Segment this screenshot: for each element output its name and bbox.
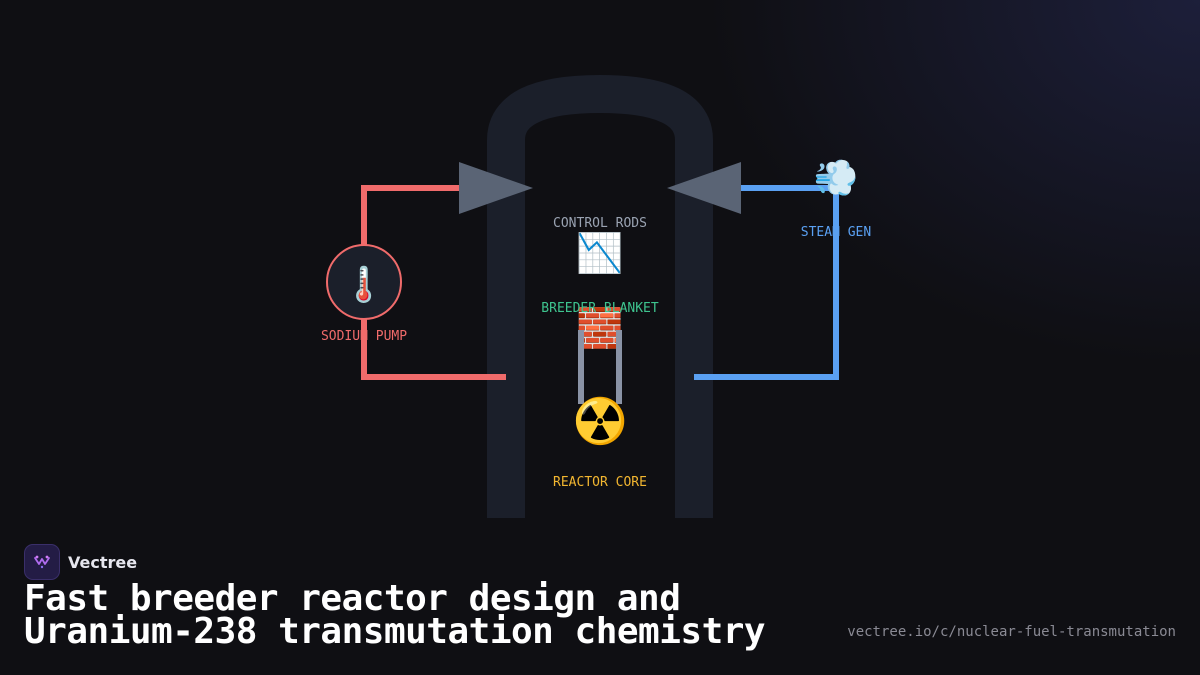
cold-coolant-loop [694, 185, 839, 380]
breeder-blanket-label: BREEDER BLANKET [541, 301, 659, 316]
page-title-line-1: Fast breeder reactor design and [24, 578, 681, 619]
reactor-core-label: REACTOR CORE [553, 475, 647, 490]
steam-gen-label: STEAM GEN [801, 225, 871, 240]
course-url[interactable]: vectree.io/c/nuclear-fuel-transmutation [847, 624, 1176, 640]
page-title-line-2: Uranium-238 transmutation chemistry [24, 611, 766, 652]
brand: Vectree [24, 544, 137, 580]
flow-arrow-right [667, 162, 741, 214]
page-title: Fast breeder reactor design and Uranium-… [24, 578, 766, 652]
steam-icon: 💨 [814, 158, 859, 199]
reactor-vessel [487, 74, 713, 518]
sodium-pump [326, 244, 402, 320]
vectree-logo-icon [24, 544, 60, 580]
breeder-blanket-icon: 🧱 [576, 306, 623, 350]
control-rods-icon: 📉 [576, 231, 623, 275]
sodium-pump-label: SODIUM PUMP [321, 329, 407, 344]
radiation-icon: ☢️ [573, 396, 628, 447]
control-rods-label: CONTROL RODS [553, 216, 647, 231]
brand-name: Vectree [68, 552, 138, 572]
thermometer-icon: 🌡️ [343, 265, 385, 305]
flow-arrow-left [459, 162, 533, 214]
